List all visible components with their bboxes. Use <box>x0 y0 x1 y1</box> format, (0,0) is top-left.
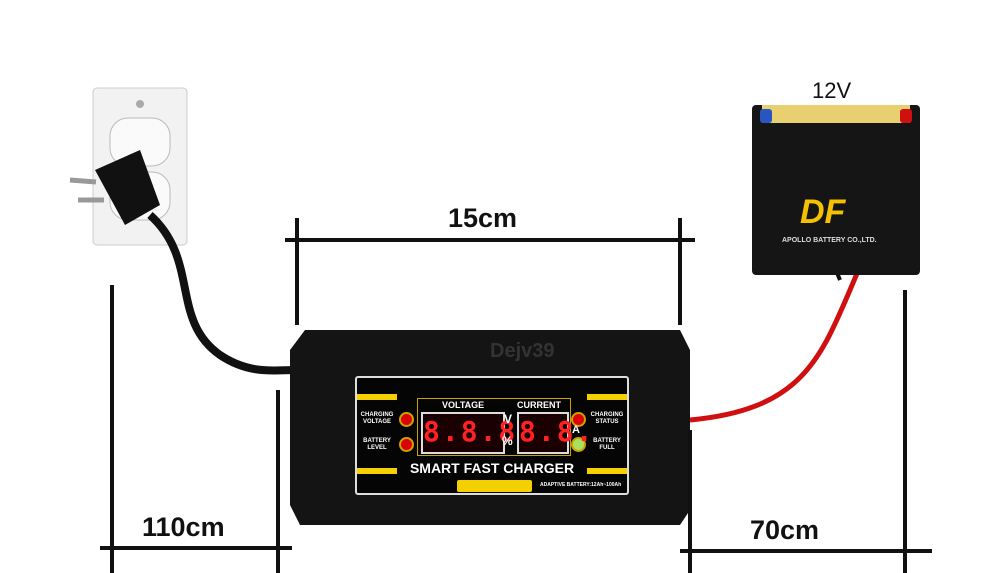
ac-cable <box>147 212 296 375</box>
amp-unit: A <box>572 424 580 436</box>
battery-maker: APOLLO BATTERY CO.,LTD. <box>782 237 877 244</box>
ac-cable-length-label: 110cm <box>142 512 225 542</box>
current-display: 8.8. <box>517 412 592 454</box>
charging-status-label: CHARGING STATUS <box>590 412 624 425</box>
positive-terminal-icon <box>900 109 912 123</box>
charging-status-led-icon <box>571 412 586 427</box>
car-battery: DF APOLLO BATTERY CO.,LTD. <box>752 105 920 275</box>
battery-logo: DF <box>800 193 846 231</box>
battery-voltage-label: 12V <box>812 78 852 103</box>
dc-cable-length-label: 70cm <box>750 515 820 545</box>
battery-level-label: BATTERY LEVEL <box>363 438 391 451</box>
battery-level-led-icon <box>399 437 414 452</box>
voltage-label: VOLTAGE <box>442 400 485 410</box>
voltage-display: 8.8.8. <box>421 412 534 454</box>
eu-plug <box>95 150 160 225</box>
width-dimension-label: 15cm <box>448 203 518 233</box>
volt-unit: V <box>504 412 513 426</box>
watermark: Dejv39 <box>490 340 555 362</box>
current-label: CURRENT <box>517 400 561 410</box>
percent-unit: % <box>502 434 513 448</box>
charger-button[interactable] <box>457 480 532 492</box>
charging-voltage-led-icon <box>399 412 414 427</box>
battery-spec: ADAPTIVE BATTERY:12Ah~100Ah <box>540 482 622 488</box>
negative-terminal-icon <box>760 109 772 123</box>
battery-full-label: BATTERY FULL <box>593 438 621 451</box>
battery-top <box>762 105 910 123</box>
charging-voltage-label: CHARGING VOLTAGE <box>360 412 394 425</box>
charger-title: SMART FAST CHARGER <box>409 460 575 476</box>
charger-display-panel: CHARGING VOLTAGE BATTERY LEVEL CHARGING … <box>355 376 629 495</box>
battery-full-led-icon <box>571 437 586 452</box>
